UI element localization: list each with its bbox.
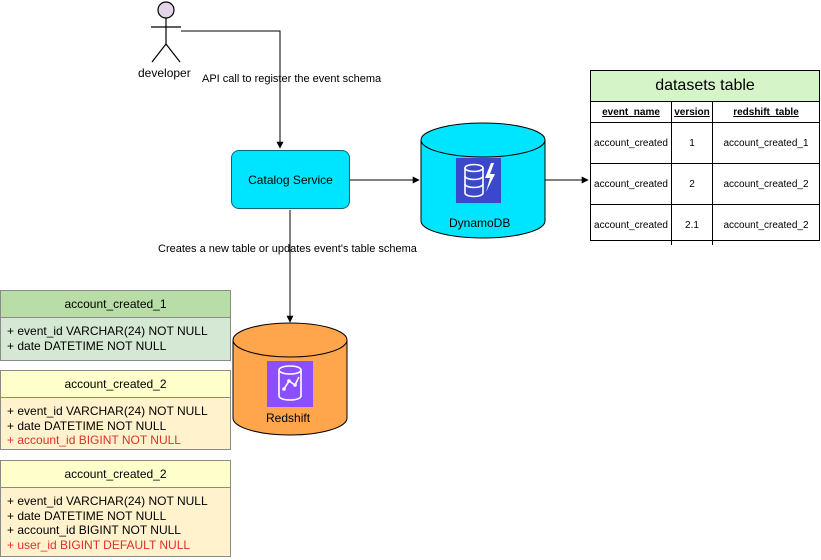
catalog-service-label: Catalog Service: [248, 172, 333, 187]
entity-title: account_created_1: [1, 291, 230, 318]
entity-field: + date DATETIME NOT NULL: [7, 338, 167, 353]
table-row: account_created 2.1 account_created_2: [591, 205, 819, 245]
cell-event-name: account_created: [591, 123, 672, 163]
developer-label: developer: [138, 66, 191, 80]
entity-field: + event_id VARCHAR(24) NOT NULL: [7, 404, 208, 418]
entity-field: + date DATETIME NOT NULL: [7, 508, 167, 523]
header-event-name: event_name: [591, 102, 672, 122]
datasets-table-title: datasets table: [591, 71, 819, 102]
entity-added-field: + user_id BIGINT DEFAULT NULL: [7, 537, 191, 552]
cell-redshift-table: account_created_2: [723, 178, 809, 190]
cell-version: 2: [672, 164, 713, 204]
dynamodb-icon: [456, 158, 501, 203]
cell-redshift-table: account_created_2: [723, 219, 809, 231]
cell-version: 1: [672, 123, 713, 163]
redshift-label: Redshift: [266, 411, 311, 425]
header-version: version: [672, 102, 713, 122]
dynamodb-label: DynamoDB: [449, 216, 511, 230]
cell-event-name: account_created: [591, 205, 672, 245]
register-edge-label: API call to register the event schema: [202, 73, 382, 85]
datasets-table-header: event_name version redshift_table: [591, 102, 819, 123]
cell-version: 2.1: [672, 205, 713, 245]
creates-edge-label: Creates a new table or updates event's t…: [158, 243, 417, 255]
entity-account-created-1: account_created_1 + event_id VARCHAR(24)…: [0, 290, 231, 361]
entity-title: account_created_2: [1, 371, 230, 398]
register-edge: [181, 30, 284, 149]
developer-actor-icon: [151, 1, 181, 63]
entity-account-created-2-v2-1: account_created_2 + event_id VARCHAR(24)…: [0, 460, 231, 557]
entity-field: + event_id VARCHAR(24) NOT NULL: [7, 494, 208, 508]
redshift-icon: [267, 361, 313, 407]
entity-added-field: + account_id BIGINT NOT NULL: [7, 433, 181, 447]
entity-title: account_created_2: [1, 461, 230, 488]
entity-field: + event_id VARCHAR(24) NOT NULL: [7, 324, 208, 338]
entity-field: + account_id BIGINT NOT NULL: [7, 523, 181, 537]
cell-redshift-table: account_created_1: [723, 137, 809, 149]
table-row: account_created 2 account_created_2: [591, 164, 819, 205]
datasets-table: datasets table event_name version redshi…: [590, 70, 820, 245]
table-row: account_created 1 account_created_1: [591, 123, 819, 164]
entity-field: + date DATETIME NOT NULL: [7, 418, 167, 433]
catalog-service-node[interactable]: Catalog Service: [231, 150, 350, 209]
cell-event-name: account_created: [591, 164, 672, 204]
entity-account-created-2-v2: account_created_2 + event_id VARCHAR(24)…: [0, 370, 231, 450]
header-redshift-table: redshift_table: [733, 106, 799, 118]
